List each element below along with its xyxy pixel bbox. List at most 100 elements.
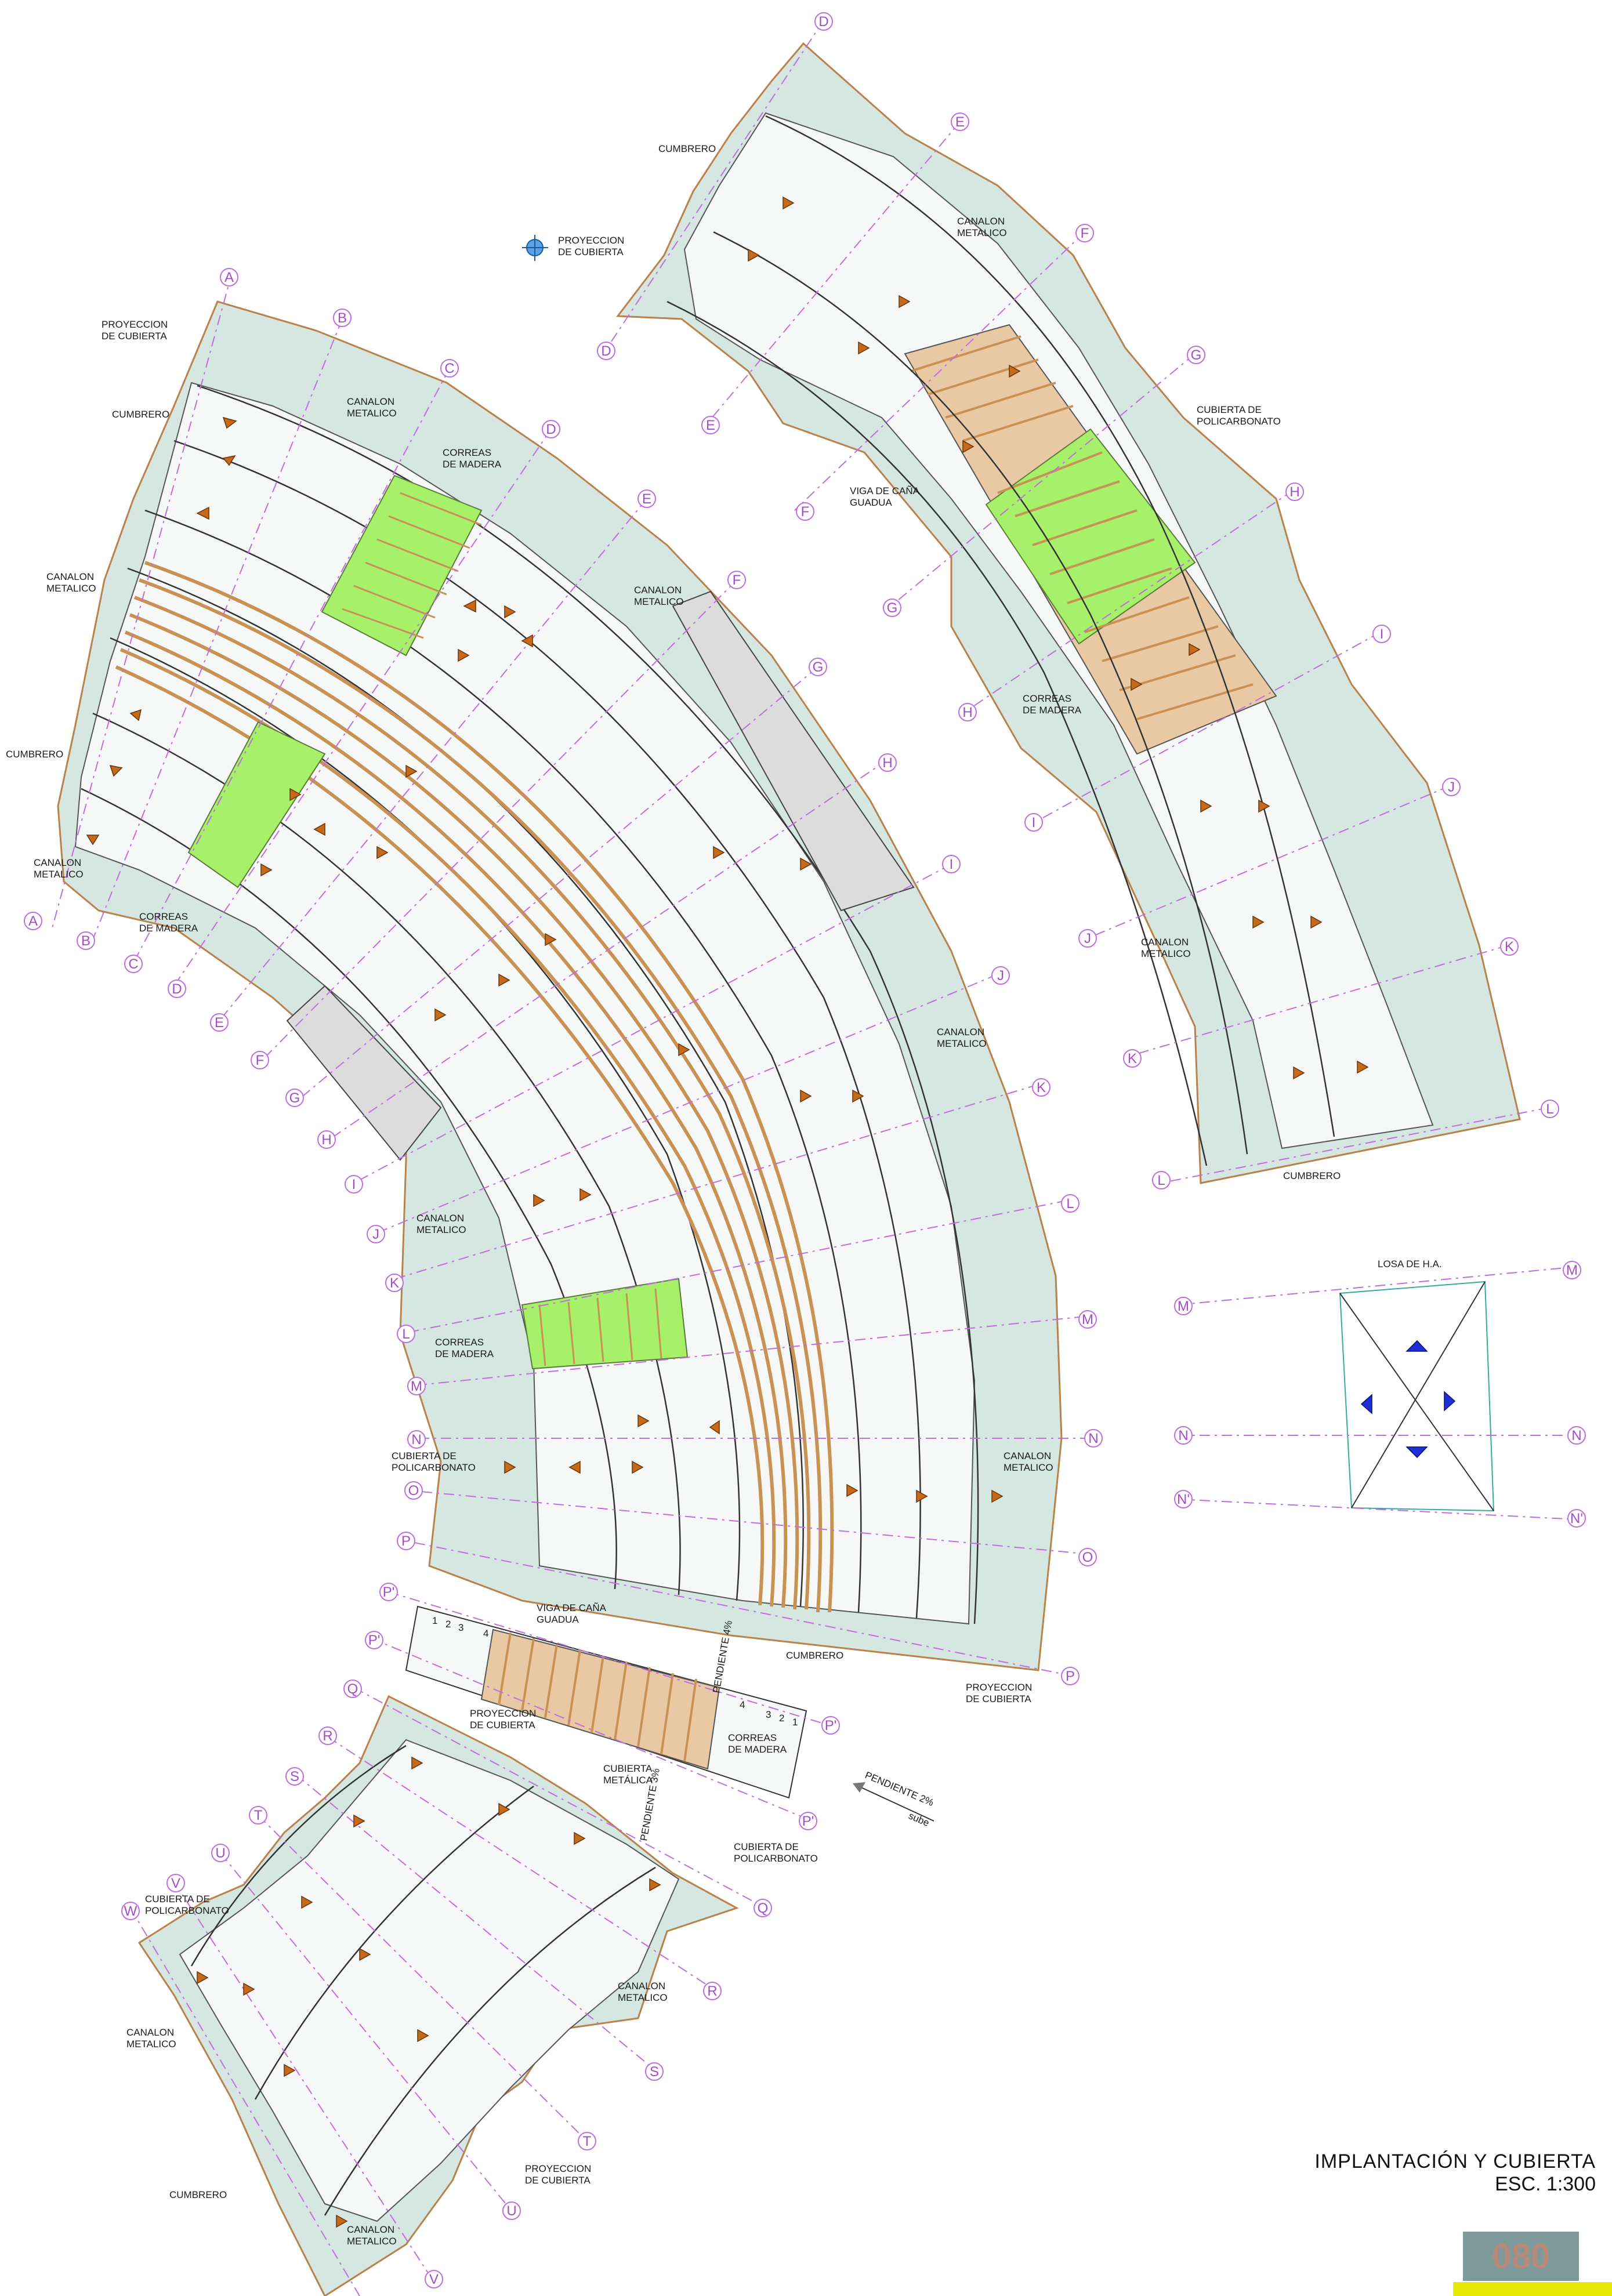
svg-text:V: V <box>171 1876 180 1891</box>
svg-text:S: S <box>290 1769 299 1784</box>
svg-text:N: N <box>1178 1428 1188 1443</box>
svg-text:K: K <box>1128 1051 1137 1067</box>
svg-text:F: F <box>733 572 741 588</box>
axis-bubble-lower-U-bottom: U <box>502 2201 521 2220</box>
axis-bubble-O-bottom: O <box>404 1481 423 1500</box>
label-cumbrero-1: CUMBRERO <box>112 409 169 420</box>
axis-bubble-bridge-4: P' <box>799 1812 817 1830</box>
polycarbonate-patch-stripes <box>342 492 662 1366</box>
svg-text:K: K <box>1037 1080 1046 1096</box>
svg-text:K: K <box>390 1275 399 1291</box>
svg-text:1: 1 <box>432 1615 437 1626</box>
svg-text:P': P' <box>825 1718 837 1733</box>
axis-bubble-G-top: G <box>809 658 827 676</box>
label-cumbrero-4: CUMBRERO <box>169 2189 227 2200</box>
axis-bubble-upper-I-bottom: I <box>1024 813 1043 832</box>
projection-symbol <box>522 235 548 261</box>
svg-text:G: G <box>289 1090 300 1106</box>
axis-bubble-J-top: J <box>991 966 1010 985</box>
svg-text:L: L <box>1157 1173 1165 1188</box>
axis-bubble-upper-H-bottom: H <box>958 703 977 721</box>
axis-bubble-upper-E-top: E <box>951 113 969 131</box>
svg-text:N': N' <box>1570 1511 1583 1526</box>
sheet-scale: ESC. 1:300 <box>1495 2173 1596 2195</box>
svg-text:M: M <box>1566 1263 1578 1278</box>
bridge-rafters <box>498 1632 697 1762</box>
svg-text:W: W <box>124 1903 137 1919</box>
svg-text:2: 2 <box>779 1713 784 1724</box>
wood-rafter-band <box>115 561 834 1613</box>
axis-bubble-I-bottom: I <box>345 1175 363 1194</box>
svg-text:N': N' <box>1177 1492 1190 1507</box>
axis-bubble-N-top: N <box>1084 1429 1103 1448</box>
svg-text:A: A <box>224 270 234 285</box>
svg-text:R: R <box>707 1983 717 1999</box>
svg-text:4: 4 <box>483 1628 488 1639</box>
svg-text:H: H <box>1289 484 1299 500</box>
svg-text:E: E <box>215 1015 224 1031</box>
svg-text:G: G <box>813 659 824 675</box>
axis-bubble-upper-D-bottom: D <box>597 342 615 360</box>
axis-bubble-upper-F-bottom: F <box>796 502 814 521</box>
axis-bubble-lower-U-top: U <box>211 1844 230 1862</box>
axis-bubble-B-bottom: B <box>77 931 95 950</box>
axis-bubble-upper-G-top: G <box>1187 346 1205 364</box>
upper-axis-lines <box>603 20 1549 1184</box>
svg-text:Q: Q <box>758 1900 769 1916</box>
main-roof-panels <box>74 382 976 1625</box>
lower-roof-panels <box>179 1739 680 2222</box>
svg-text:H: H <box>321 1132 331 1148</box>
axis-bubble-upper-H-top: H <box>1285 483 1304 501</box>
svg-text:O: O <box>408 1483 419 1499</box>
svg-text:F: F <box>801 504 810 520</box>
svg-text:3: 3 <box>766 1709 771 1720</box>
svg-text:J: J <box>1084 931 1091 946</box>
svg-text:E: E <box>706 418 715 433</box>
svg-text:R: R <box>323 1728 332 1744</box>
svg-text:M: M <box>1178 1298 1189 1314</box>
axis-bubble-box-N-left: N <box>1174 1426 1193 1445</box>
svg-text:N: N <box>1571 1428 1581 1443</box>
axis-bubble-upper-G-bottom: G <box>883 599 901 617</box>
axis-bubble-lower-S-bottom: S <box>645 2062 664 2081</box>
svg-text:O: O <box>1082 1550 1093 1565</box>
svg-text:N: N <box>1088 1431 1098 1446</box>
slope-arrow-symbol <box>853 1782 934 1822</box>
sheet-title: IMPLANTACIÓN Y CUBIERTA <box>1314 2150 1596 2172</box>
axis-bubble-N-bottom: N <box>407 1430 426 1449</box>
axis-bubble-lower-W-top: W <box>121 1902 140 1920</box>
upper-roof-block <box>603 20 1549 1184</box>
axis-bubble-B-top: B <box>333 309 352 327</box>
upper-wood-stripes <box>910 335 1254 720</box>
sheet-number-badge: 080 <box>1463 2232 1579 2281</box>
gray-stair-blocks <box>286 590 915 1161</box>
axis-bubble-P-top: P <box>1061 1667 1080 1685</box>
axis-bubble-upper-F-top: F <box>1075 224 1094 242</box>
axis-bubble-box-N-right: N <box>1567 1426 1586 1445</box>
svg-text:B: B <box>81 933 90 949</box>
axis-bubble-lower-V-top: V <box>166 1874 185 1892</box>
label-pendiente-2: PENDIENTE 2% <box>863 1769 935 1808</box>
svg-text:2: 2 <box>445 1619 451 1630</box>
svg-text:P': P' <box>368 1633 381 1648</box>
axis-bubble-upper-J-bottom: J <box>1078 929 1097 948</box>
polycarbonate-patches <box>187 474 689 1370</box>
bridge-wood <box>480 1628 720 1770</box>
lower-axis-lines <box>130 1687 766 2296</box>
main-roof-block <box>52 272 1091 1677</box>
svg-text:K: K <box>1505 939 1514 955</box>
axis-bubble-box-Nprime-left: N' <box>1174 1490 1193 1508</box>
bridge-numbers: 1 2 3 4 4 3 2 1 <box>432 1615 798 1728</box>
